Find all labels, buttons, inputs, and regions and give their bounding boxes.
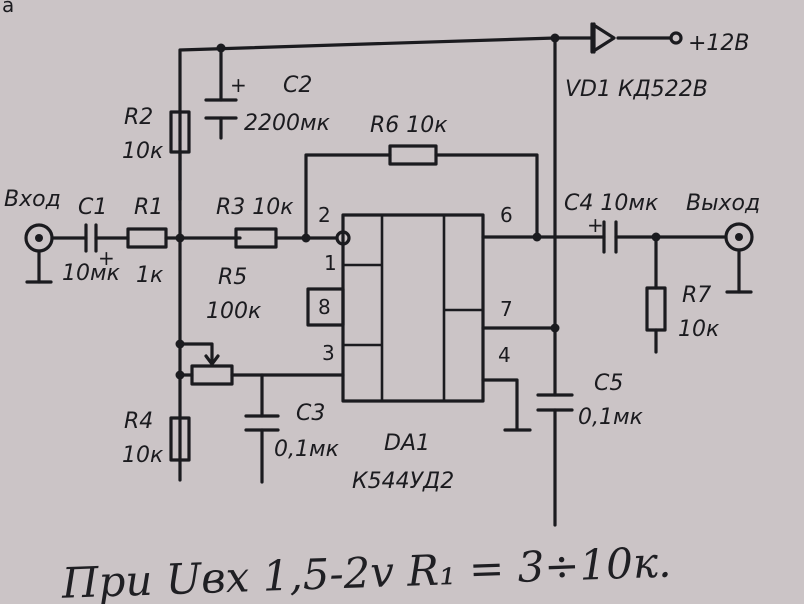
resistor-r7 [645,286,667,332]
capacitor-c4 [602,220,618,254]
c5-value: 0,1мк [578,405,644,430]
r1-name: R1 [134,195,163,220]
c5-name: C5 [594,371,623,396]
pin-8-box [306,287,345,327]
resistor-r4 [169,416,191,462]
junction-dot [175,233,185,243]
c1-value: 10мк [62,261,121,286]
r7-name: R7 [682,283,711,308]
capacitor-c3 [244,414,280,432]
c2-plus: + [230,73,247,97]
inverting-input-marker [335,230,351,246]
c3-value: 0,1мк [274,437,340,462]
junction-dot [550,323,560,333]
pin-6: 6 [500,203,513,227]
corner-fragment: а [2,0,14,17]
capacitor-c5 [536,393,574,412]
supply-label: +12В [688,31,750,56]
r5-wiper-arrow [204,354,220,366]
r5-wire [178,342,345,377]
c4-label: C4 10мк [564,191,659,216]
junction-dot [532,232,542,242]
supply-terminal [669,31,683,45]
r2-name: R2 [124,105,153,130]
r5-value: 100к [206,299,262,324]
c4-plus: + [587,213,604,237]
resistor-r1 [126,227,168,249]
r6-label: R6 10к [370,113,448,138]
handwritten-note: При Uвх 1,5-2v R₁ = 3÷10к. [60,538,672,604]
resistor-r3 [234,227,278,249]
input-jack [24,223,54,284]
c3-name: C3 [296,401,325,426]
pin-1: 1 [324,251,337,275]
c2-value: 2200мк [244,111,331,136]
junction-dot [175,339,185,349]
junction-dot [175,370,185,380]
r4-value: 10к [122,443,164,468]
r3-label: R3 10к [216,195,294,220]
potentiometer-r5 [190,364,234,386]
c1-plus: + [98,246,115,270]
output-label: Выход [686,191,760,216]
pin-7: 7 [500,297,513,321]
resistor-r6 [388,144,438,166]
pin4-ground-wire [481,378,532,432]
input-label: Вход [4,187,61,212]
feedback-wire [304,153,539,240]
pin-2: 2 [318,203,331,227]
pin-8: 8 [318,295,331,319]
pin-4: 4 [498,343,511,367]
c1-name: C1 [78,195,107,220]
pin7-supply-wire [481,36,557,527]
r5-name: R5 [218,265,247,290]
da1-type: К544УД2 [352,469,454,494]
r1-value: 1к [136,263,164,288]
da1-name: DA1 [384,431,430,456]
r4-name: R4 [124,409,153,434]
capacitor-c2 [204,46,238,140]
supply-rail-wire [178,36,672,202]
pin-3: 3 [322,341,335,365]
capacitor-c1 [84,223,98,253]
output-jack [724,222,754,294]
diode-vd1 [590,22,616,54]
opamp-da1 [341,213,485,403]
vd1-label: VD1 КД522В [565,77,708,102]
c2-name: C2 [283,73,312,98]
r2-value: 10к [122,139,164,164]
r7-value: 10к [678,317,720,342]
